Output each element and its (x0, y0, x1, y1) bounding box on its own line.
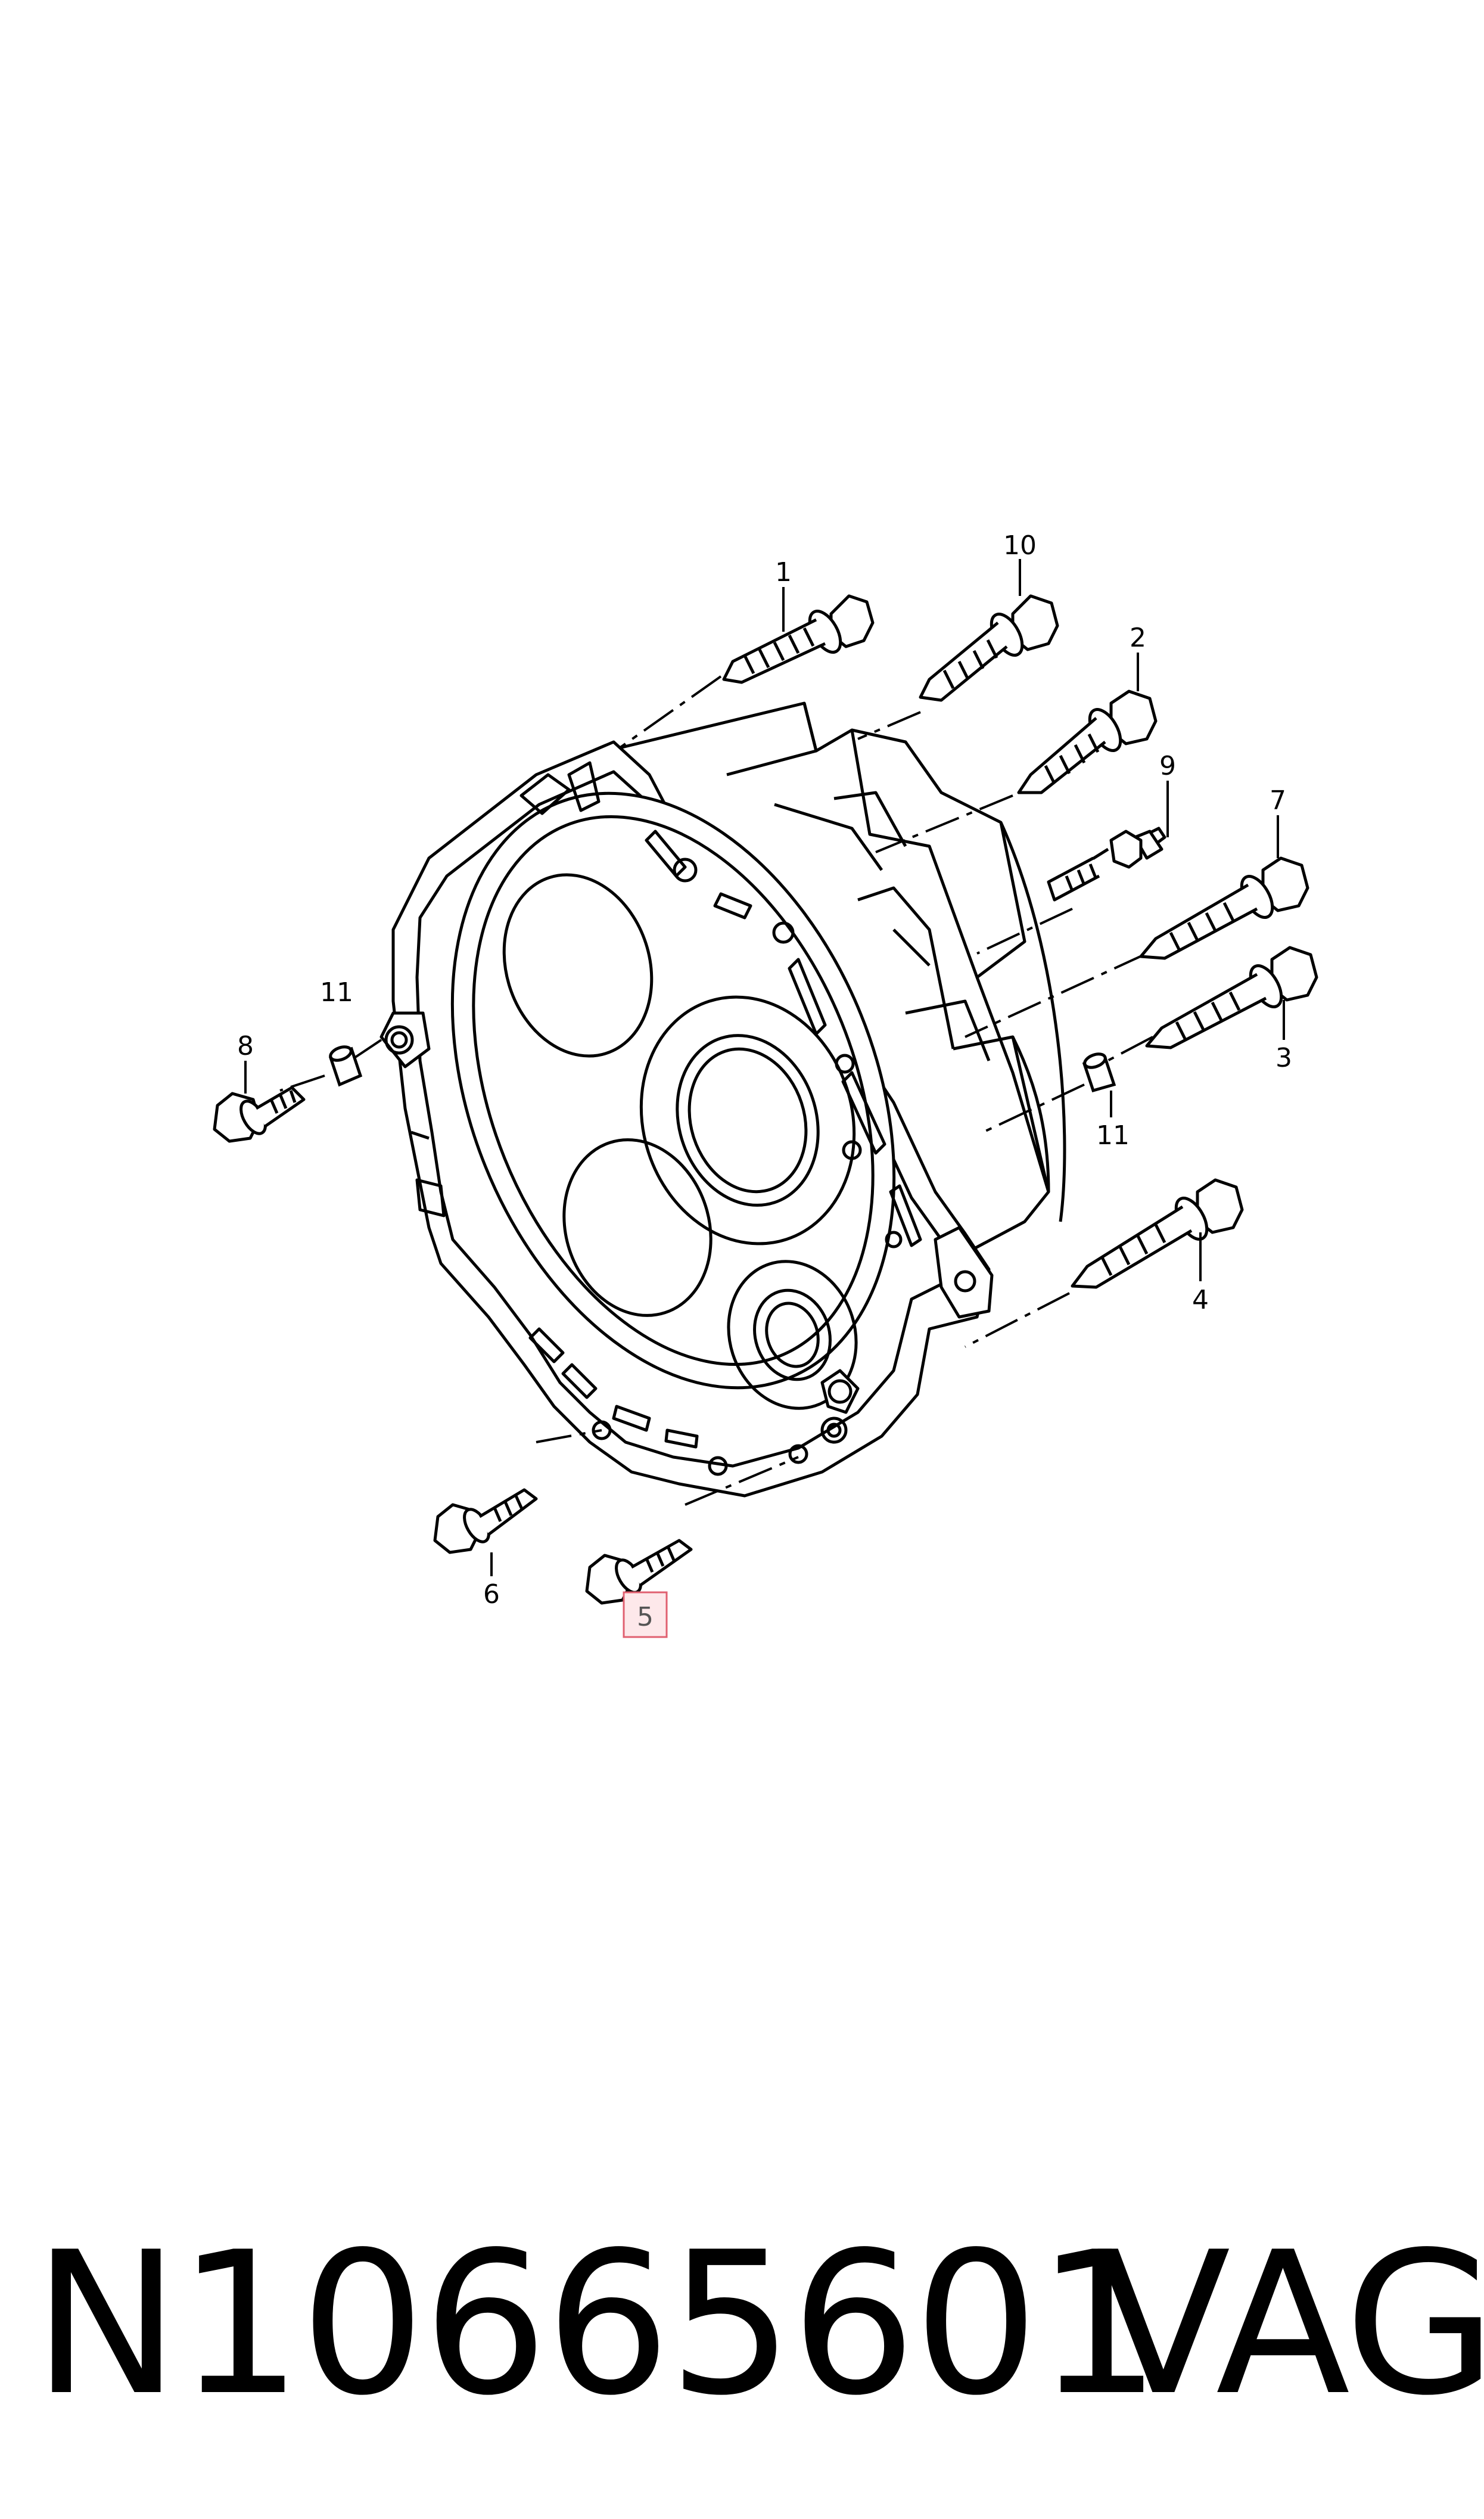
callout-11-right: 11 (1096, 1120, 1130, 1151)
brand-name: VAG (1096, 2210, 1484, 2439)
callout-1: 1 (775, 557, 792, 588)
callout-6: 6 (483, 1579, 500, 1610)
callout-4: 4 (1192, 1285, 1209, 1315)
bolt-9 (1047, 827, 1166, 902)
bolt-3 (1145, 946, 1318, 1049)
callout-7: 7 (1270, 785, 1286, 816)
callout-5: 5 (637, 1602, 654, 1632)
callout-labels: 1 2 3 4 5 6 7 8 9 10 11 11 (237, 530, 1292, 1638)
callout-leaders (244, 559, 1285, 1606)
callout-11-left: 11 (320, 977, 353, 1008)
bolt-2 (1017, 689, 1158, 794)
callout-5-highlight-box (623, 1591, 668, 1638)
callout-3: 3 (1275, 1043, 1292, 1073)
part-number: N10665601 (33, 2210, 1162, 2439)
bolt-8 (213, 1086, 306, 1143)
callout-8: 8 (237, 1031, 254, 1061)
bolt-10 (919, 594, 1059, 702)
sleeve-11-left (328, 1045, 363, 1087)
callout-2: 2 (1130, 623, 1146, 653)
bolt-6 (433, 1488, 538, 1554)
bolt-1 (722, 594, 875, 684)
callout-10: 10 (1003, 530, 1037, 561)
bolt-4 (1071, 1178, 1244, 1289)
gearbox-housing (379, 701, 1066, 1498)
sleeve-11-right (1082, 1052, 1116, 1093)
bolt-5 (585, 1539, 693, 1605)
bolt-7 (1139, 856, 1309, 960)
alignment-lines (279, 675, 1153, 1506)
callout-9: 9 (1159, 751, 1176, 781)
